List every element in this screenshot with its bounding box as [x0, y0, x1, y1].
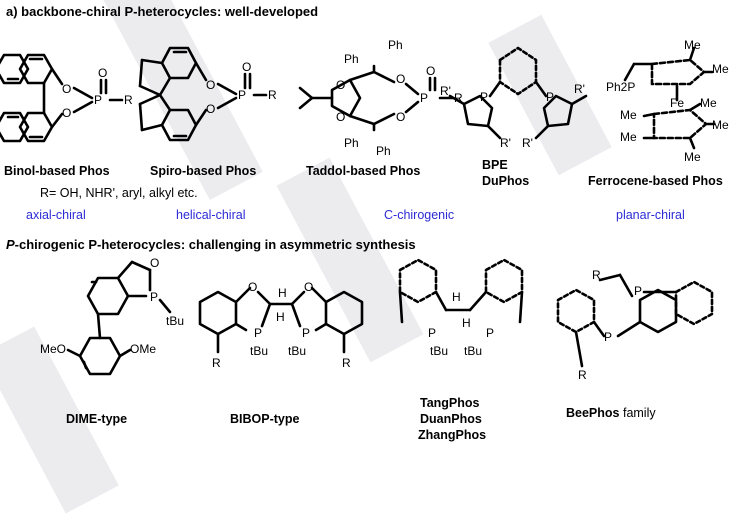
atom-p: P	[150, 290, 159, 304]
label-bibop-type: BIBOP-type	[230, 412, 300, 426]
atom-o: O	[206, 78, 216, 92]
atom-r: R	[342, 356, 351, 370]
bibop-structure	[198, 286, 364, 354]
label-taddol-phos: Taddol-based Phos	[306, 164, 421, 178]
atom-ph: Ph	[388, 38, 403, 52]
structures-drawing	[0, 46, 716, 376]
label-duphos: DuPhos	[482, 174, 530, 188]
atom-p: P	[604, 330, 613, 344]
section-a-title: a) backbone-chiral P-heterocycles: well-…	[6, 4, 319, 19]
class-planar-chiral: planar-chiral	[616, 208, 685, 222]
atom-ph: Ph	[376, 144, 391, 158]
label-beephos-bold: BeePhos	[566, 406, 620, 420]
atom-r-prime: R'	[440, 84, 451, 98]
atom-p: P	[302, 326, 311, 340]
atom-p: P	[254, 326, 263, 340]
atom-me: Me	[620, 108, 637, 122]
atom-ome: OMe	[130, 342, 157, 356]
atom-me: Me	[620, 130, 637, 144]
atom-h: H	[452, 290, 461, 304]
class-axial-chiral: axial-chiral	[26, 208, 86, 222]
spiro-structure	[138, 46, 268, 142]
class-helical-chiral: helical-chiral	[176, 208, 246, 222]
atom-h: H	[462, 316, 471, 330]
atom-p: P	[420, 91, 429, 105]
label-zhangphos: ZhangPhos	[418, 428, 487, 442]
atom-r-prime: R'	[522, 136, 533, 150]
atom-r: R	[592, 268, 601, 282]
beephos-structure	[556, 273, 714, 368]
atom-tbu: tBu	[430, 344, 449, 358]
atom-me: Me	[684, 150, 701, 164]
atom-me: Me	[712, 118, 729, 132]
atom-o: O	[150, 256, 160, 270]
atom-r: R	[454, 91, 463, 105]
atom-o: O	[98, 66, 108, 80]
atom-r: R	[124, 93, 133, 107]
atom-tbu: tBu	[288, 344, 307, 358]
atom-o: O	[396, 110, 406, 124]
label-beephos-family: BeePhos family	[566, 406, 656, 420]
label-binol-phos: Binol-based Phos	[4, 164, 110, 178]
r-substituent-note: R= OH, NHR', aryl, alkyl etc.	[40, 186, 198, 200]
atom-tbu: tBu	[250, 344, 269, 358]
label-duanphos: DuanPhos	[420, 412, 482, 426]
atom-h: H	[276, 310, 285, 324]
taddol-structure	[298, 64, 454, 132]
section-b-title-rest: -chirogenic P-heterocycles: challenging …	[14, 237, 416, 252]
atom-p: P	[428, 326, 437, 340]
atom-p: P	[238, 88, 247, 102]
atom-ph: Ph	[344, 52, 359, 66]
atom-o: O	[62, 82, 72, 96]
binol-structure	[0, 53, 124, 143]
atom-me: Me	[712, 62, 729, 76]
section-b-title: P-chirogenic P-heterocycles: challenging…	[6, 237, 416, 252]
atom-r-prime: R'	[500, 136, 511, 150]
atom-ph2p: Ph2P	[606, 80, 636, 94]
atom-tbu: tBu	[166, 314, 185, 328]
atom-o: O	[248, 280, 258, 294]
atom-r-prime: R'	[574, 82, 585, 96]
atom-o: O	[336, 110, 346, 124]
atom-h: H	[278, 286, 287, 300]
atom-o: O	[336, 78, 346, 92]
tangphos-structure	[398, 258, 524, 324]
atom-r: R	[212, 356, 221, 370]
atom-o: O	[206, 102, 216, 116]
atom-meo: MeO	[40, 342, 67, 356]
ferrocene-structure	[623, 46, 716, 150]
class-c-chirogenic: C-chirogenic	[384, 208, 455, 222]
atom-p: P	[546, 90, 555, 104]
atom-o: O	[62, 106, 72, 120]
atom-tbu: tBu	[464, 344, 483, 358]
label-beephos-rest: family	[619, 406, 656, 420]
label-ferrocene-phos: Ferrocene-based Phos	[588, 174, 723, 188]
atom-r: R	[578, 368, 587, 382]
atom-r: R	[268, 88, 277, 102]
atom-me: Me	[700, 96, 717, 110]
atom-me: Me	[684, 38, 701, 52]
duphos-structure	[448, 46, 588, 140]
section-b-title-italic: P	[6, 237, 15, 252]
label-dime-type: DIME-type	[66, 412, 128, 426]
label-tangphos: TangPhos	[420, 396, 480, 410]
atom-o: O	[396, 72, 406, 86]
atom-p: P	[94, 93, 103, 107]
atom-fe: Fe	[670, 96, 685, 110]
atom-p: P	[634, 284, 643, 298]
label-spiro-phos: Spiro-based Phos	[150, 164, 257, 178]
atom-p: P	[480, 90, 489, 104]
atom-o: O	[304, 280, 314, 294]
atom-o: O	[242, 60, 252, 74]
dime-structure	[66, 260, 172, 376]
atom-ph: Ph	[344, 136, 359, 150]
atom-o: O	[426, 64, 436, 78]
label-bpe: BPE	[482, 158, 508, 172]
atom-p: P	[486, 326, 495, 340]
